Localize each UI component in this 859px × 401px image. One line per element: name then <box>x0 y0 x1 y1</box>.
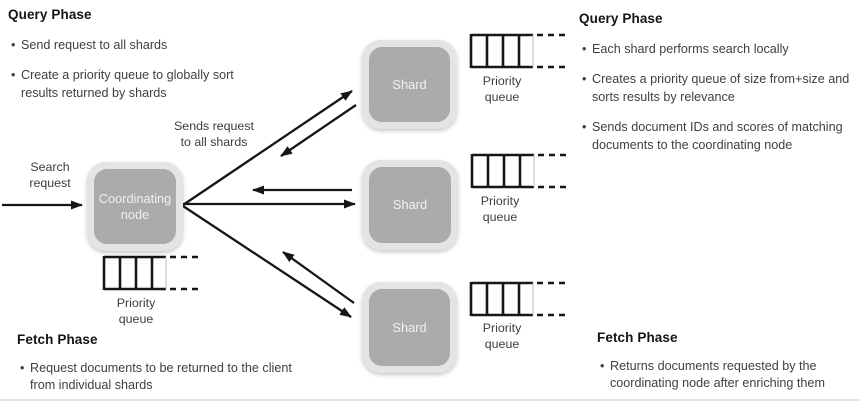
coordinating-node-box: Coordinating node <box>87 162 183 251</box>
priority-queue-icon-bottom <box>469 281 567 317</box>
bullet-text: Each shard performs search locally <box>592 42 789 56</box>
arrow-shard-bottom-return <box>282 251 355 304</box>
priority-queue-icon-coordinating <box>102 255 200 291</box>
panel-fetch-phase-left: Fetch Phase • Request documents to be re… <box>17 332 317 401</box>
priority-queue-label-middle: Priority queue <box>480 194 520 224</box>
priority-queue-label-top: Priority queue <box>482 74 522 104</box>
panel-fetch-phase-right: Fetch Phase • Returns documents requeste… <box>597 330 837 401</box>
bullet-dot: • <box>11 68 16 83</box>
bullet-item: • Each shard performs search locally <box>579 41 857 58</box>
bullet-text: Request documents to be returned to the … <box>30 361 292 393</box>
search-request-label: Search request <box>29 160 71 190</box>
coordinating-node-label: Coordinating node <box>94 169 176 244</box>
priority-queue-label-bottom: Priority queue <box>482 321 522 351</box>
panel-query-phase-left: Query Phase • Send request to all shards… <box>8 7 268 115</box>
slide-bottom-edge <box>0 399 859 401</box>
bullet-item: • Create a priority queue to globally so… <box>8 67 268 102</box>
bullet-text: Sends document IDs and scores of matchin… <box>592 120 843 152</box>
panel-query-phase-right: Query Phase • Each shard performs search… <box>579 11 857 167</box>
bullet-dot: • <box>582 120 587 135</box>
bullet-item: • Send request to all shards <box>8 37 268 54</box>
bullet-text: Send request to all shards <box>21 38 168 52</box>
arrow-shard-top-return <box>280 104 357 157</box>
bullet-dot: • <box>11 38 16 52</box>
priority-queue-label-coordinating: Priority queue <box>116 296 156 326</box>
panel-heading: Query Phase <box>8 7 92 22</box>
shard-box-middle: Shard <box>362 160 458 250</box>
bullet-dot: • <box>600 359 605 373</box>
shard-box-top: Shard <box>362 40 457 129</box>
bullet-item: • Request documents to be returned to th… <box>17 360 317 395</box>
bullet-text: Create a priority queue to globally sort… <box>21 68 234 100</box>
panel-heading: Query Phase <box>579 11 663 26</box>
shard-label: Shard <box>369 289 450 366</box>
shard-box-bottom: Shard <box>362 282 457 373</box>
bullet-text: Returns documents requested by the coord… <box>610 359 825 391</box>
sends-request-label: Sends request to all shards <box>174 119 254 149</box>
panel-heading: Fetch Phase <box>17 332 98 347</box>
priority-queue-icon-top <box>469 33 567 69</box>
shard-label: Shard <box>369 167 451 243</box>
bullet-dot: • <box>20 361 25 375</box>
arrow-node-to-shard-bottom <box>182 205 352 318</box>
bullet-dot: • <box>582 72 587 87</box>
bullet-item: • Returns documents requested by the coo… <box>597 358 837 393</box>
shard-label: Shard <box>369 47 450 122</box>
bullet-dot: • <box>582 42 587 56</box>
bullet-item: • Sends document IDs and scores of match… <box>579 119 857 154</box>
bullet-item: • Creates a priority queue of size from+… <box>579 71 857 106</box>
priority-queue-icon-middle <box>470 153 568 189</box>
panel-heading: Fetch Phase <box>597 330 678 345</box>
bullet-text: Creates a priority queue of size from+si… <box>592 72 850 104</box>
